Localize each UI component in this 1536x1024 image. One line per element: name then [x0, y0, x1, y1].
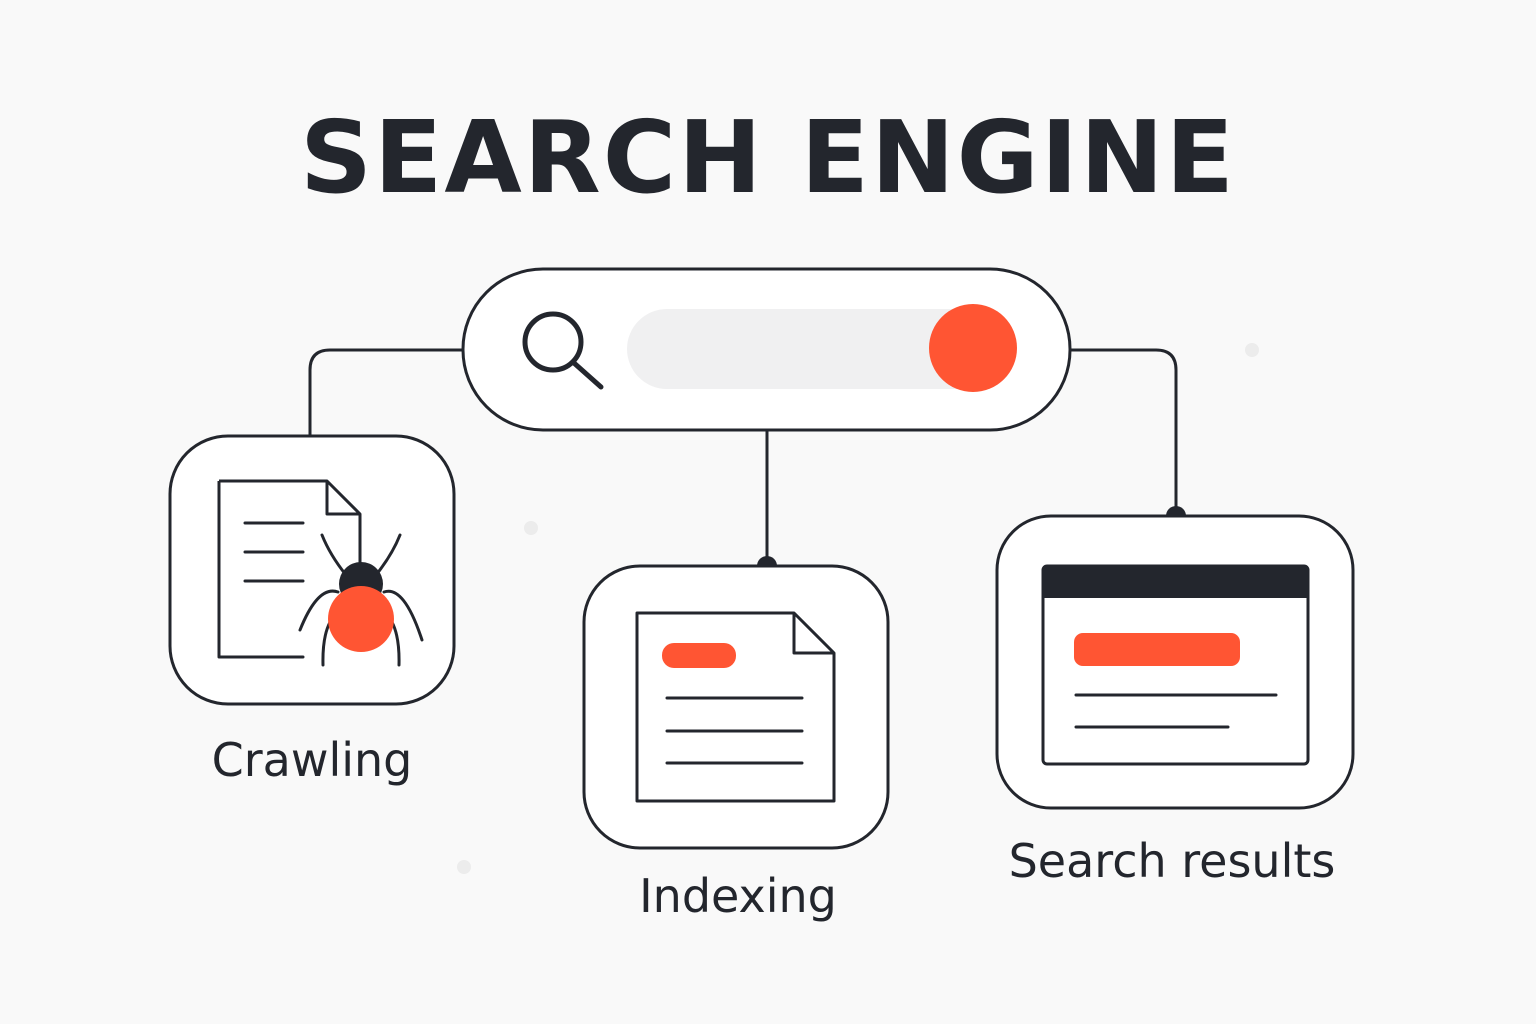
search-icon [522, 311, 604, 390]
connector-results [1070, 348, 1178, 516]
label-crawling: Crawling [211, 733, 413, 787]
background-dots [457, 343, 1259, 874]
search-results-card [995, 514, 1355, 810]
search-bar[interactable] [461, 267, 1072, 432]
search-field[interactable] [627, 309, 997, 389]
results-window-icon [1041, 564, 1310, 766]
connector-crawling [308, 348, 463, 436]
spider-document-icon [217, 479, 424, 667]
indexing-card [582, 564, 890, 850]
crawling-card [168, 434, 456, 706]
label-indexing: Indexing [639, 869, 837, 923]
diagram-title: SEARCH ENGINE [300, 99, 1236, 216]
indexed-document-icon [635, 611, 836, 803]
label-search-results: Search results [1008, 834, 1336, 888]
connectors [308, 348, 1178, 566]
search-button-dot[interactable] [929, 304, 1017, 392]
